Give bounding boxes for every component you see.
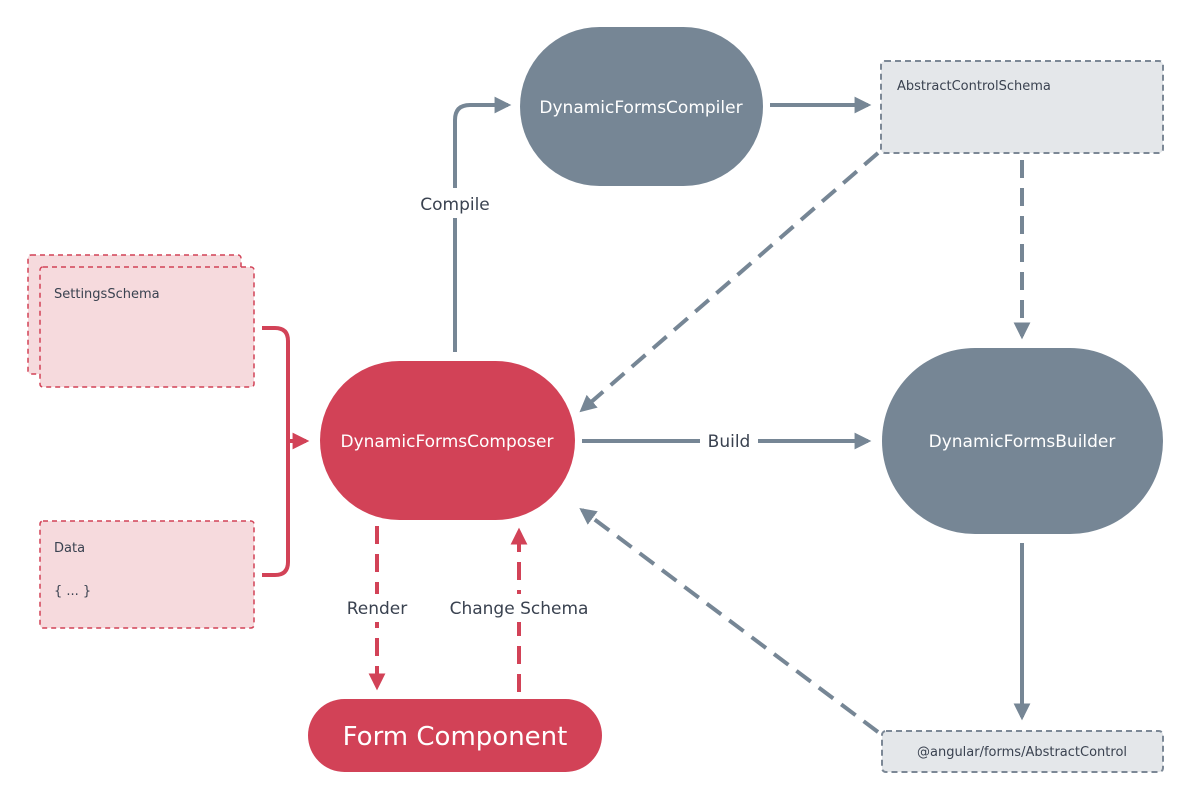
form-component-node: Form Component <box>308 699 602 772</box>
render-label-bg <box>340 594 414 622</box>
compiler-node: DynamicFormsCompiler <box>520 27 763 186</box>
data-value: { ... } <box>54 584 91 599</box>
change-schema-label: Change Schema <box>450 599 589 619</box>
inputs-bracket-connector <box>262 326 290 577</box>
render-label: Render <box>347 599 408 619</box>
composer-label: DynamicFormsComposer <box>341 432 554 452</box>
compiler-label: DynamicFormsCompiler <box>539 98 742 118</box>
form-component-label: Form Component <box>343 722 568 752</box>
builder-node: DynamicFormsBuilder <box>882 348 1163 534</box>
build-label: Build <box>708 432 751 452</box>
compile-connector <box>453 96 512 352</box>
settings-schema-box-stack: SettingsSchema <box>27 254 255 388</box>
angular-abstract-control-label: @angular/forms/AbstractControl <box>917 745 1127 760</box>
schema-to-composer-connector <box>579 151 880 413</box>
compile-label-bg <box>412 188 498 218</box>
data-title: Data <box>54 541 85 556</box>
build-label-bg <box>700 426 758 456</box>
angular-abstract-control-box: @angular/forms/AbstractControl <box>881 730 1164 773</box>
abstract-control-schema-box: AbstractControlSchema <box>880 60 1164 154</box>
settings-schema-label: SettingsSchema <box>54 287 160 302</box>
builder-label: DynamicFormsBuilder <box>929 432 1116 452</box>
change-schema-label-bg <box>446 594 592 622</box>
data-box: Data { ... } <box>39 520 255 629</box>
compile-label: Compile <box>420 195 490 215</box>
settings-schema-box <box>39 266 255 388</box>
control-to-composer-connector <box>579 507 880 734</box>
abstract-control-schema-label: AbstractControlSchema <box>897 79 1051 94</box>
composer-node: DynamicFormsComposer <box>320 361 575 520</box>
